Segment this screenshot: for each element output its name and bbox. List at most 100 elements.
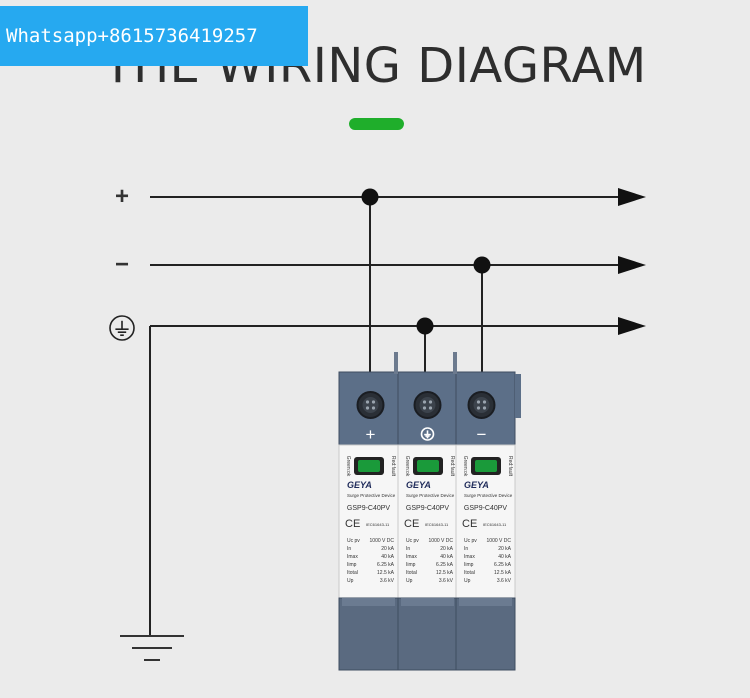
spec-value: 1000 V DC	[370, 538, 395, 544]
standard-number: IEC61643-11	[366, 522, 390, 527]
rail-negative-arrow	[618, 256, 646, 274]
junction-dot	[416, 317, 434, 335]
product-subtitle: Surge Protective Device	[347, 493, 396, 498]
brand-logo: GEYA	[347, 480, 372, 490]
rail-negative-label: −	[115, 251, 129, 278]
spec-label: In	[406, 546, 410, 552]
spec-label: Up	[406, 578, 413, 584]
module-clip	[453, 352, 457, 374]
terminal-symbol: −	[477, 425, 487, 444]
ce-mark: CE	[345, 518, 360, 530]
spec-label: Itotal	[464, 570, 475, 576]
module-bottom-cap	[455, 597, 516, 671]
spec-value: 1000 V DC	[487, 538, 512, 544]
rail-ground-label	[109, 315, 135, 341]
module-bottom-lip	[342, 598, 395, 606]
module-side-tab	[515, 374, 521, 418]
junctions	[361, 188, 491, 335]
spec-label: Iimp	[464, 562, 474, 568]
rail-positive-label: +	[115, 183, 129, 210]
indicator-ok-label: Green:ok	[404, 456, 410, 477]
title-accent-bar	[349, 118, 404, 130]
module-bottom-cap	[338, 597, 399, 671]
earth-ground-icon	[120, 635, 184, 661]
rail-ground-arrow	[618, 317, 646, 335]
terminal-screw-detail	[422, 406, 427, 410]
junction-dot	[473, 256, 491, 274]
spec-value: 20 kA	[381, 546, 394, 552]
ground-icon-ring	[109, 315, 135, 341]
spec-label: Imax	[406, 554, 417, 560]
spec-value: 40 kA	[381, 554, 394, 560]
spec-label: Up	[464, 578, 471, 584]
spec-value: 12.5 kA	[494, 570, 512, 576]
spec-label: Imax	[464, 554, 475, 560]
model-number: GSP9-C40PV	[464, 505, 508, 512]
terminal-screw-detail	[428, 400, 433, 404]
whatsapp-watermark: Whatsapp+8615736419257	[0, 6, 308, 66]
terminal-screw-detail	[482, 400, 487, 404]
standard-number: IEC61643-11	[425, 522, 449, 527]
spec-value: 20 kA	[498, 546, 511, 552]
status-indicator	[358, 460, 380, 472]
ground-icon-ring	[420, 427, 435, 441]
module-bottom-cap	[397, 597, 458, 671]
spec-label: Uc pv	[406, 538, 419, 544]
product-subtitle: Surge Protective Device	[464, 493, 513, 498]
spec-label: Imax	[347, 554, 358, 560]
indicator-ok-label: Green:ok	[345, 456, 351, 477]
indicator-ok-label: Green:ok	[462, 456, 468, 477]
spec-value: 6.25 kA	[494, 562, 512, 568]
terminal-screw-inner	[419, 397, 436, 413]
status-indicator	[417, 460, 439, 472]
product-subtitle: Surge Protective Device	[406, 493, 455, 498]
terminal-screw-inner	[473, 397, 490, 413]
spec-label: Uc pv	[464, 538, 477, 544]
spec-value: 12.5 kA	[377, 570, 395, 576]
spec-label: In	[464, 546, 468, 552]
terminal-screw-detail	[422, 400, 427, 404]
rail-positive-arrow	[618, 188, 646, 206]
terminal-screw-detail	[365, 400, 370, 404]
indicator-fault-label: Red:fault	[507, 456, 513, 477]
wires	[120, 188, 646, 661]
spec-value: 3.6 kV	[497, 578, 512, 584]
terminal-screw-detail	[371, 406, 376, 410]
indicator-fault-label: Red:fault	[390, 456, 396, 477]
indicator-fault-label: Red:fault	[449, 456, 455, 477]
spec-value: 3.6 kV	[439, 578, 454, 584]
module-clip	[394, 352, 398, 374]
model-number: GSP9-C40PV	[406, 505, 450, 512]
ce-mark: CE	[462, 518, 477, 530]
spec-value: 6.25 kA	[436, 562, 454, 568]
module-bottom-lip	[401, 598, 454, 606]
ce-mark: CE	[404, 518, 419, 530]
spec-value: 40 kA	[440, 554, 453, 560]
spec-label: Itotal	[347, 570, 358, 576]
terminal-screw-detail	[428, 406, 433, 410]
terminal-screw-detail	[476, 400, 481, 404]
terminal-screw-inner	[362, 397, 379, 413]
standard-number: IEC61643-11	[483, 522, 507, 527]
spec-label: Itotal	[406, 570, 417, 576]
brand-logo: GEYA	[406, 480, 431, 490]
spec-value: 6.25 kA	[377, 562, 395, 568]
terminal-ground-icon	[420, 427, 435, 441]
spec-label: Up	[347, 578, 354, 584]
junction-dot	[361, 188, 379, 206]
module-bottom-lip	[459, 598, 512, 606]
spec-label: Iimp	[406, 562, 416, 568]
spec-value: 20 kA	[440, 546, 453, 552]
spec-label: Iimp	[347, 562, 357, 568]
spec-label: Uc pv	[347, 538, 360, 544]
terminal-screw-detail	[476, 406, 481, 410]
terminal-screw-detail	[371, 400, 376, 404]
rail-labels: +−	[109, 183, 135, 341]
brand-logo: GEYA	[464, 480, 489, 490]
model-number: GSP9-C40PV	[347, 505, 391, 512]
terminal-screw-detail	[482, 406, 487, 410]
